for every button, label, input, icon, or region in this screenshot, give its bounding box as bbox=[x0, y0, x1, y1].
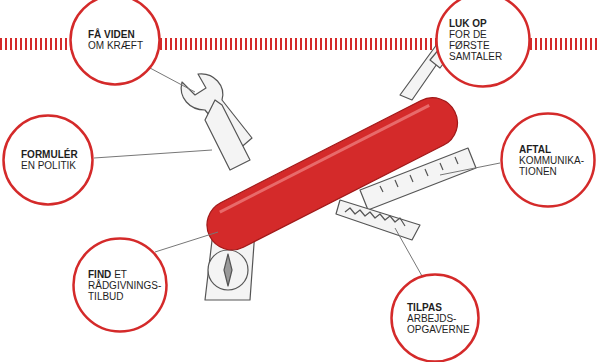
callout-body: ARBEJDS- OPGAVERNE bbox=[407, 313, 471, 335]
swiss-knife bbox=[181, 12, 478, 300]
callout-heading: AFTAL bbox=[519, 144, 585, 155]
callout-body: EN POLITIK bbox=[21, 160, 83, 171]
callout-heading: LUK OP bbox=[449, 18, 525, 29]
text-line-group: FIND ET RÅDGIVNINGS- TILBUD bbox=[88, 269, 160, 302]
callout-heading: FORMULÉR bbox=[21, 149, 83, 160]
circle-ring bbox=[71, 0, 160, 85]
callout-heading: FIND bbox=[88, 269, 111, 280]
knowledge-callout: FÅ VIDENOM KRÆFT bbox=[69, 0, 161, 86]
policy-callout: FORMULÉREN POLITIK bbox=[2, 114, 94, 206]
callout-text: LUK OPFOR DE FØRSTE SAMTALER bbox=[449, 0, 525, 88]
communication-callout: AFTALKOMMUNIKA- TIONEN bbox=[500, 112, 596, 208]
circle-ring bbox=[4, 116, 93, 205]
callout-heading: FÅ VIDEN bbox=[88, 29, 150, 40]
callout-text: AFTALKOMMUNIKA- TIONEN bbox=[519, 112, 585, 208]
callout-heading: TILPAS bbox=[407, 302, 471, 313]
opening-callout: LUK OPFOR DE FØRSTE SAMTALER bbox=[435, 0, 531, 88]
callout-body: OM KRÆFT bbox=[88, 40, 150, 51]
callout-text: FORMULÉREN POLITIK bbox=[21, 114, 83, 206]
tasks-callout: TILPASARBEJDS- OPGAVERNE bbox=[390, 273, 480, 362]
circle-ring bbox=[437, 0, 530, 87]
leader-lines bbox=[94, 40, 500, 276]
circle-ring bbox=[392, 275, 479, 362]
callout-text: FÅ VIDENOM KRÆFT bbox=[88, 0, 150, 86]
callout-body: KOMMUNIKA- TIONEN bbox=[519, 155, 585, 177]
circle-ring bbox=[502, 114, 595, 207]
callout-text: TILPASARBEJDS- OPGAVERNE bbox=[407, 273, 471, 362]
callout-text: FIND ET RÅDGIVNINGS- TILBUD bbox=[88, 237, 160, 333]
circle-ring bbox=[74, 239, 167, 332]
callout-body: FOR DE FØRSTE SAMTALER bbox=[449, 29, 525, 62]
counselling-callout: FIND ET RÅDGIVNINGS- TILBUD bbox=[72, 237, 168, 333]
